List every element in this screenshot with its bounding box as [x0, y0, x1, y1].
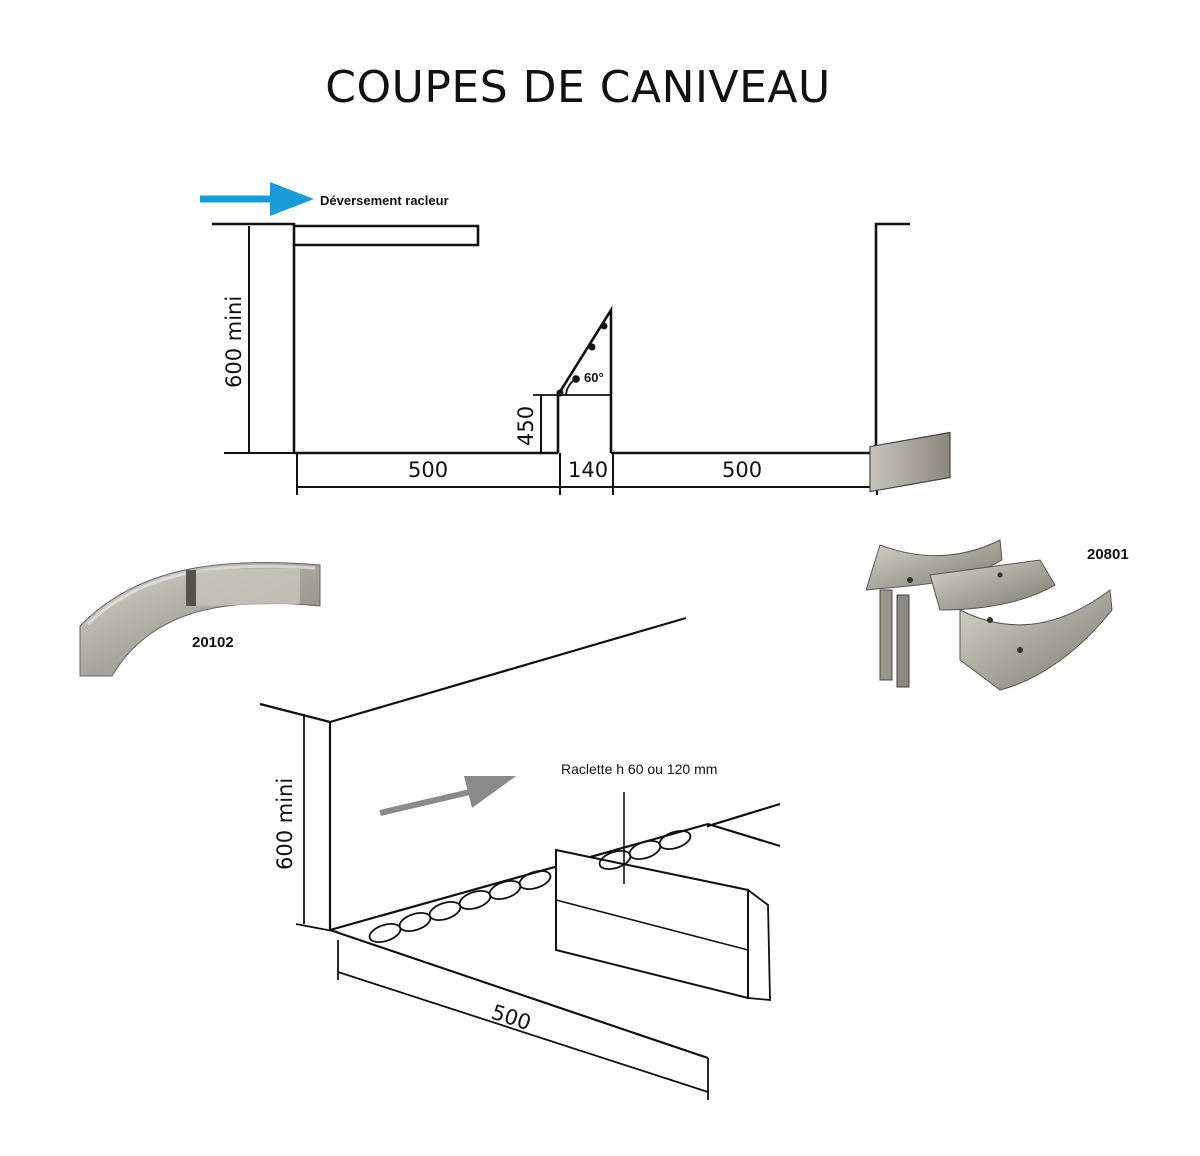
height-dimension: 600 mini — [222, 296, 246, 388]
right-width-dimension: 500 — [722, 458, 762, 482]
step-dimension: 450 — [514, 406, 538, 446]
perspective-view — [259, 616, 781, 1100]
flow-arrow-icon — [200, 182, 314, 216]
part-20801-image — [865, 431, 1113, 691]
cross-section — [200, 182, 910, 495]
travel-arrow-icon — [379, 776, 516, 816]
perspective-width-dimension: 500 — [488, 1000, 534, 1035]
left-width-dimension: 500 — [408, 458, 448, 482]
scraper-dump-label: Déversement racleur — [320, 193, 449, 208]
page-title: COUPES DE CANIVEAU — [325, 62, 831, 113]
part-20801-code: 20801 — [1087, 546, 1129, 563]
blade-label: Raclette h 60 ou 120 mm — [561, 761, 717, 777]
angle-label: 60° — [584, 370, 604, 385]
part-20102-image — [79, 562, 321, 677]
middle-width-dimension: 140 — [568, 458, 608, 482]
part-20102-code: 20102 — [192, 634, 234, 651]
perspective-height-dimension: 600 mini — [273, 778, 297, 870]
